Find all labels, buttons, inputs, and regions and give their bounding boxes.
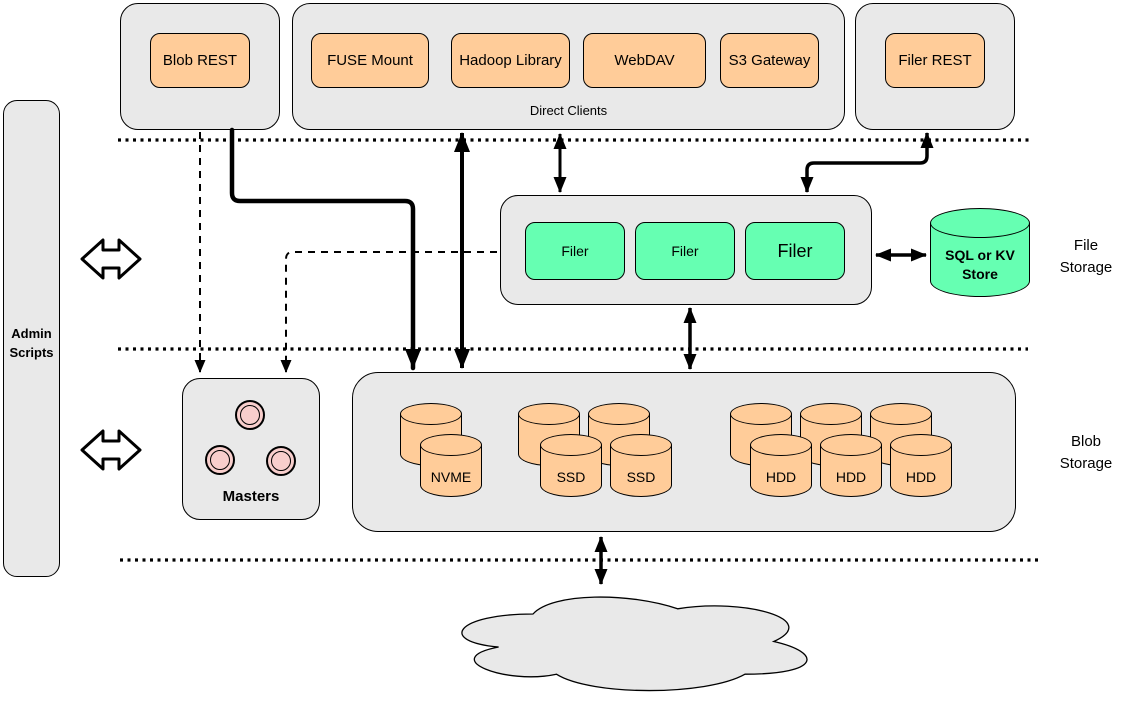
- direct-clients-caption: Direct Clients: [529, 103, 608, 118]
- admin-double-arrow-file-storage: [80, 238, 142, 280]
- hadoop-library-node: Hadoop Library: [451, 33, 570, 88]
- hdd-label: HDD: [765, 468, 797, 485]
- sql-kv-store-cylinder: SQL or KV Store: [929, 208, 1030, 297]
- disk-cylinder-ssd: SSD: [539, 434, 602, 497]
- s3-gateway-node: S3 Gateway: [720, 33, 819, 88]
- master-node-inner-circle: [271, 451, 291, 471]
- disk-cylinder-nvme: NVME: [419, 434, 482, 497]
- arrow-filerrest-filer: [800, 132, 934, 193]
- hdd-label: HDD: [835, 468, 867, 485]
- disk-cylinder-hdd: HDD: [889, 434, 952, 497]
- master-node-circle: [235, 400, 265, 430]
- admin-double-arrow-blob-storage: [80, 429, 142, 471]
- blob-rest-node: Blob REST: [150, 33, 250, 88]
- filer-1-label: Filer: [561, 243, 589, 259]
- webdav-node: WebDAV: [583, 33, 706, 88]
- fuse-mount-node: FUSE Mount: [311, 33, 429, 88]
- master-node-inner-circle: [240, 405, 260, 425]
- master-node-circle: [266, 446, 296, 476]
- hdd-label: HDD: [905, 468, 937, 485]
- filer-rest-node: Filer REST: [885, 33, 985, 88]
- filer-3-label: Filer: [777, 240, 813, 261]
- master-node-inner-circle: [210, 450, 230, 470]
- hadoop-library-label: Hadoop Library: [459, 52, 562, 69]
- filer-node-3: Filer: [745, 222, 845, 280]
- ssd-label: SSD: [556, 468, 586, 485]
- disk-cylinder-hdd: HDD: [819, 434, 882, 497]
- filer-node-1: Filer: [525, 222, 625, 280]
- ssd-label: SSD: [626, 468, 656, 485]
- cloud-tier-label: Cloud Tier: [592, 632, 667, 649]
- filer-node-2: Filer: [635, 222, 735, 280]
- dashed-arrow-filer-to-masters: [280, 251, 497, 373]
- masters-label: Masters: [222, 488, 280, 505]
- disk-cylinder-ssd: SSD: [609, 434, 672, 497]
- file-storage-section-label: File Storage: [1059, 237, 1113, 276]
- master-node-circle: [205, 445, 235, 475]
- blob-storage-section-label: Blob Storage: [1059, 433, 1113, 472]
- blob-rest-label: Blob REST: [162, 52, 238, 69]
- nvme-label: NVME: [430, 468, 472, 485]
- sql-kv-store-label: SQL or KV Store: [945, 247, 1015, 282]
- webdav-label: WebDAV: [614, 52, 675, 69]
- admin-scripts-panel: [3, 100, 60, 577]
- fuse-mount-label: FUSE Mount: [327, 52, 413, 69]
- disk-cylinder-hdd: HDD: [749, 434, 812, 497]
- arrow-blobrest-to-blobstorage: [229, 127, 421, 371]
- filer-rest-label: Filer REST: [898, 52, 972, 69]
- admin-scripts-label: Admin Scripts: [9, 326, 54, 360]
- filer-2-label: Filer: [671, 243, 699, 259]
- s3-gateway-label: S3 Gateway: [728, 52, 811, 69]
